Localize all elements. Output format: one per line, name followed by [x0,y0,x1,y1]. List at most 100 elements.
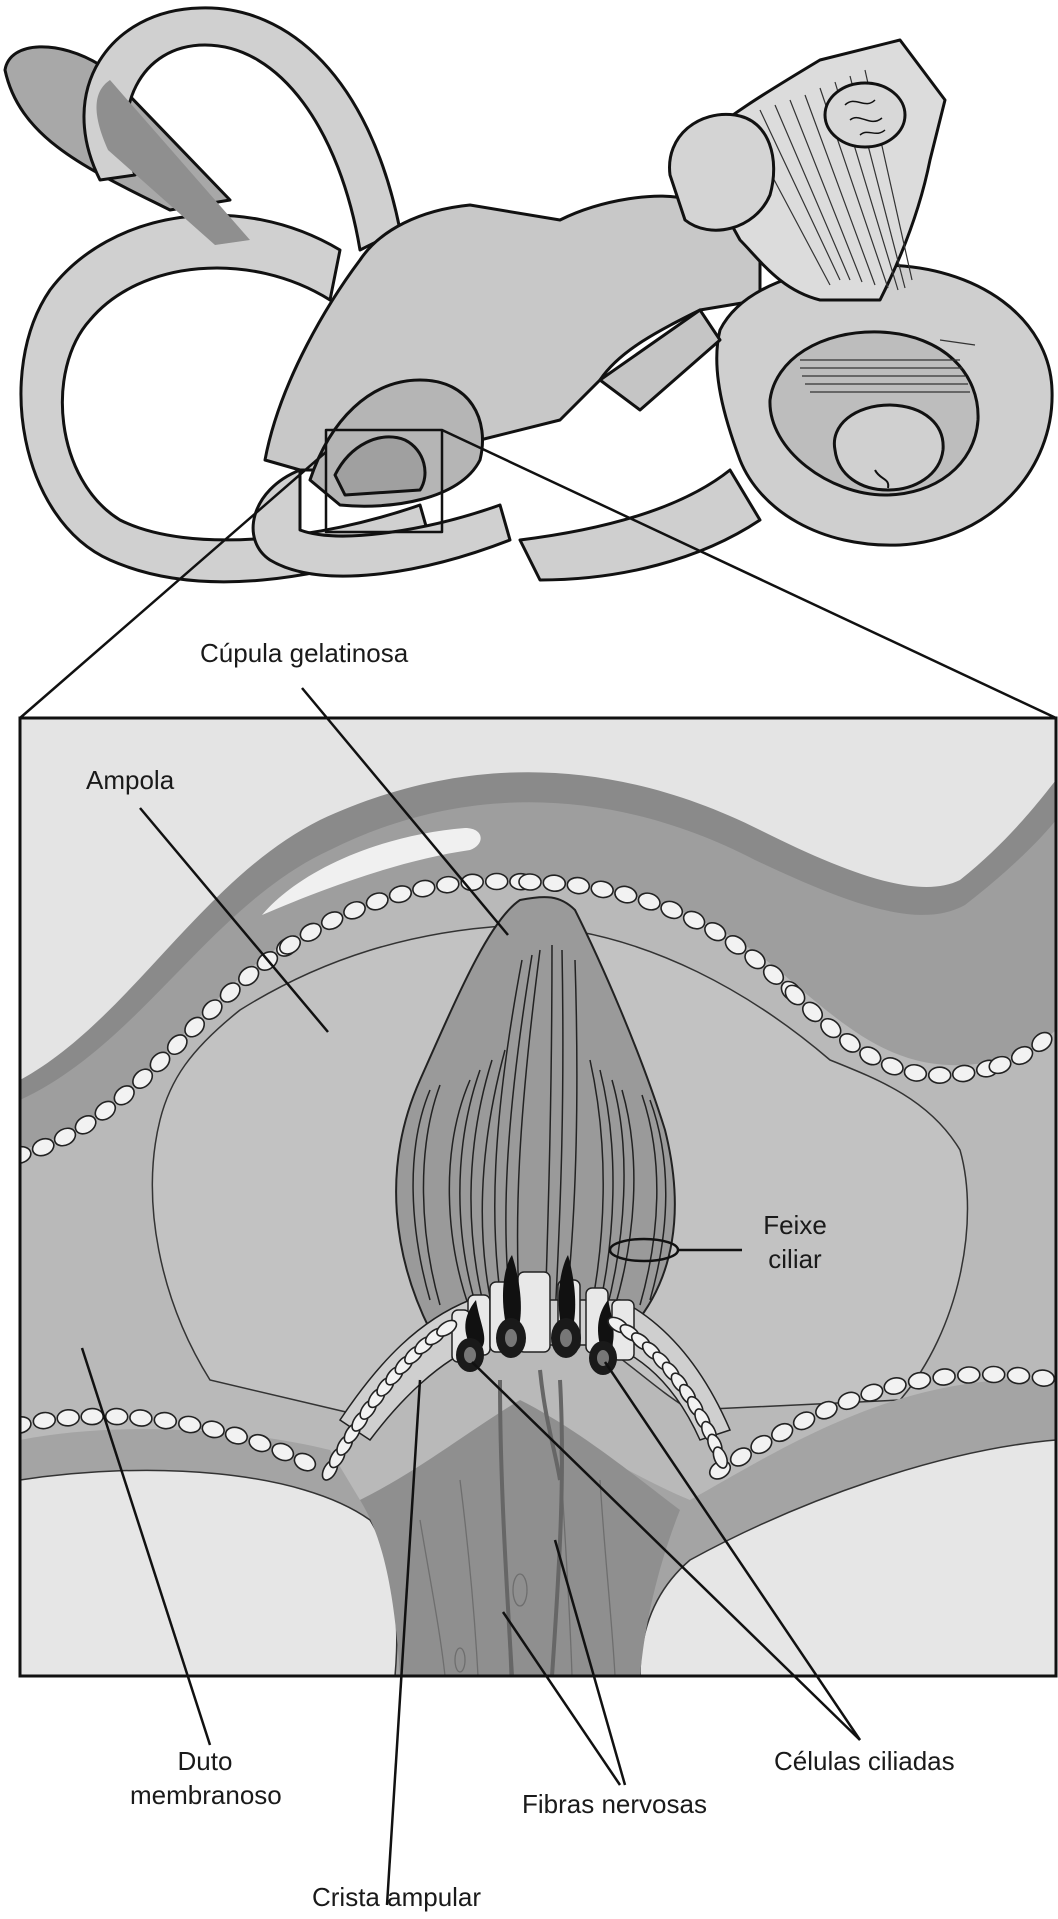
epithelial-cell [436,1319,458,1337]
label-feixe-line1: Feixe [763,1210,827,1240]
epithelial-cell [219,982,241,1003]
nerve-stalk [360,1400,680,1676]
epithelial-cell [1006,1366,1031,1385]
leader-cupula [301,687,509,936]
label-feixe-line2: ciliar [768,1244,822,1274]
epithelial-cell [660,900,684,920]
epithelial-cell [388,885,413,904]
epithelial-cell [729,1447,752,1467]
epithelial-cell [436,875,460,894]
epithelial-cell [903,1063,928,1082]
epithelial-cell [74,1114,97,1135]
epithelial-cell [149,1051,171,1073]
epithelial-cell [80,1407,104,1426]
epithelial-cell [1010,1045,1034,1066]
epithelial-cell [299,922,322,942]
epithelial-cell [724,935,747,955]
epithelial-cell [201,999,223,1020]
epithelial-cell [1031,1031,1053,1053]
epithelial-cell [20,1416,32,1434]
leader-fibras-1 [501,1611,622,1786]
epithelial-cell [129,1409,153,1427]
epithelial-cell [484,872,509,891]
epithelial-cell [820,1017,842,1039]
epithelial-cell [837,1391,861,1411]
saccule-connection [598,308,722,412]
epithelial-cell [704,922,727,942]
cochlear-duct-connection [518,468,762,582]
epithelial-cell [248,1433,272,1453]
epithelial-cell [238,965,260,987]
cochlea-apex [874,469,890,489]
epithelial-cell [518,873,542,891]
zoom-region-box [324,428,444,534]
label-crista-ampular: Crista ampular [312,1882,482,1912]
epithelial-cell [815,1400,838,1420]
hair-cells [456,1255,617,1375]
epithelium-upper [20,872,1053,1165]
leader-ampola [139,807,329,1033]
leader-duto [80,1347,212,1746]
epithelial-cell [104,1407,129,1426]
label-ampola: Ampola [86,765,175,795]
epithelial-cell [762,964,785,985]
cochlea-turn-3 [832,403,945,492]
epithelium-lower [20,1365,1056,1480]
label-duto-line1: Duto [177,1746,233,1776]
epithelial-cell [224,1426,248,1445]
epithelial-cell [94,1100,117,1121]
epithelial-cell [177,1415,202,1434]
epithelial-cell [278,935,302,955]
epithelial-cell [792,1411,816,1431]
epithelial-cell [801,1001,824,1023]
epithelial-cell [951,1064,976,1083]
epithelial-cell [343,900,366,920]
epithelial-cell [56,1408,80,1427]
ampulla-detail [20,718,1056,1676]
leader-celulas-1 [471,1361,861,1741]
epithelial-cell [271,1442,295,1462]
epithelial-cell [784,984,806,1006]
epithelial-cell [53,1127,77,1147]
zoom-lines [19,428,1057,720]
epithelial-cell [859,1046,882,1066]
epithelial-cell [153,1411,178,1430]
cochlear-striations [800,339,976,393]
epithelial-cell [113,1085,135,1106]
label-feixe-ciliar: Feixe ciliar [752,1208,838,1276]
epithelial-cell [184,1016,206,1038]
epithelial-cell [320,911,344,931]
nerve-fibers [498,1369,565,1676]
epithelial-cell [750,1434,773,1455]
inner-ear-labyrinth [3,6,1054,584]
epithelial-cell [32,1411,57,1430]
epithelial-cell [682,910,706,930]
epithelial-cell [132,1068,154,1090]
epithelial-cell [542,874,567,893]
label-celulas-ciliadas: Células ciliadas [774,1746,955,1776]
epithelial-cell [637,892,661,911]
epithelial-cell [883,1376,907,1396]
epithelial-cell [880,1057,904,1076]
leader-celulas-2 [603,1361,862,1741]
label-duto-line2: membranoso [130,1780,282,1810]
nerve-striations [744,69,913,291]
epithelial-cell [365,892,389,911]
ampulla-highlight [262,828,481,915]
epithelial-cell [1031,1369,1056,1387]
epithelial-cell [293,1452,317,1472]
epithelial-cell [932,1368,956,1386]
epithelial-cell [712,1446,728,1469]
nerve-cut-end [823,81,907,149]
epithelial-cell [412,879,436,898]
epithelial-cell [566,876,591,895]
label-cupula-gelatinosa: Cúpula gelatinosa [200,638,409,668]
epithelial-cell [839,1032,861,1053]
epithelial-cell [927,1066,952,1085]
epithelial-cell [166,1034,188,1056]
epithelial-cell [614,885,638,904]
epithelial-cell [201,1420,225,1439]
detail-frame [18,716,1058,1678]
epithelial-cell [771,1422,794,1443]
